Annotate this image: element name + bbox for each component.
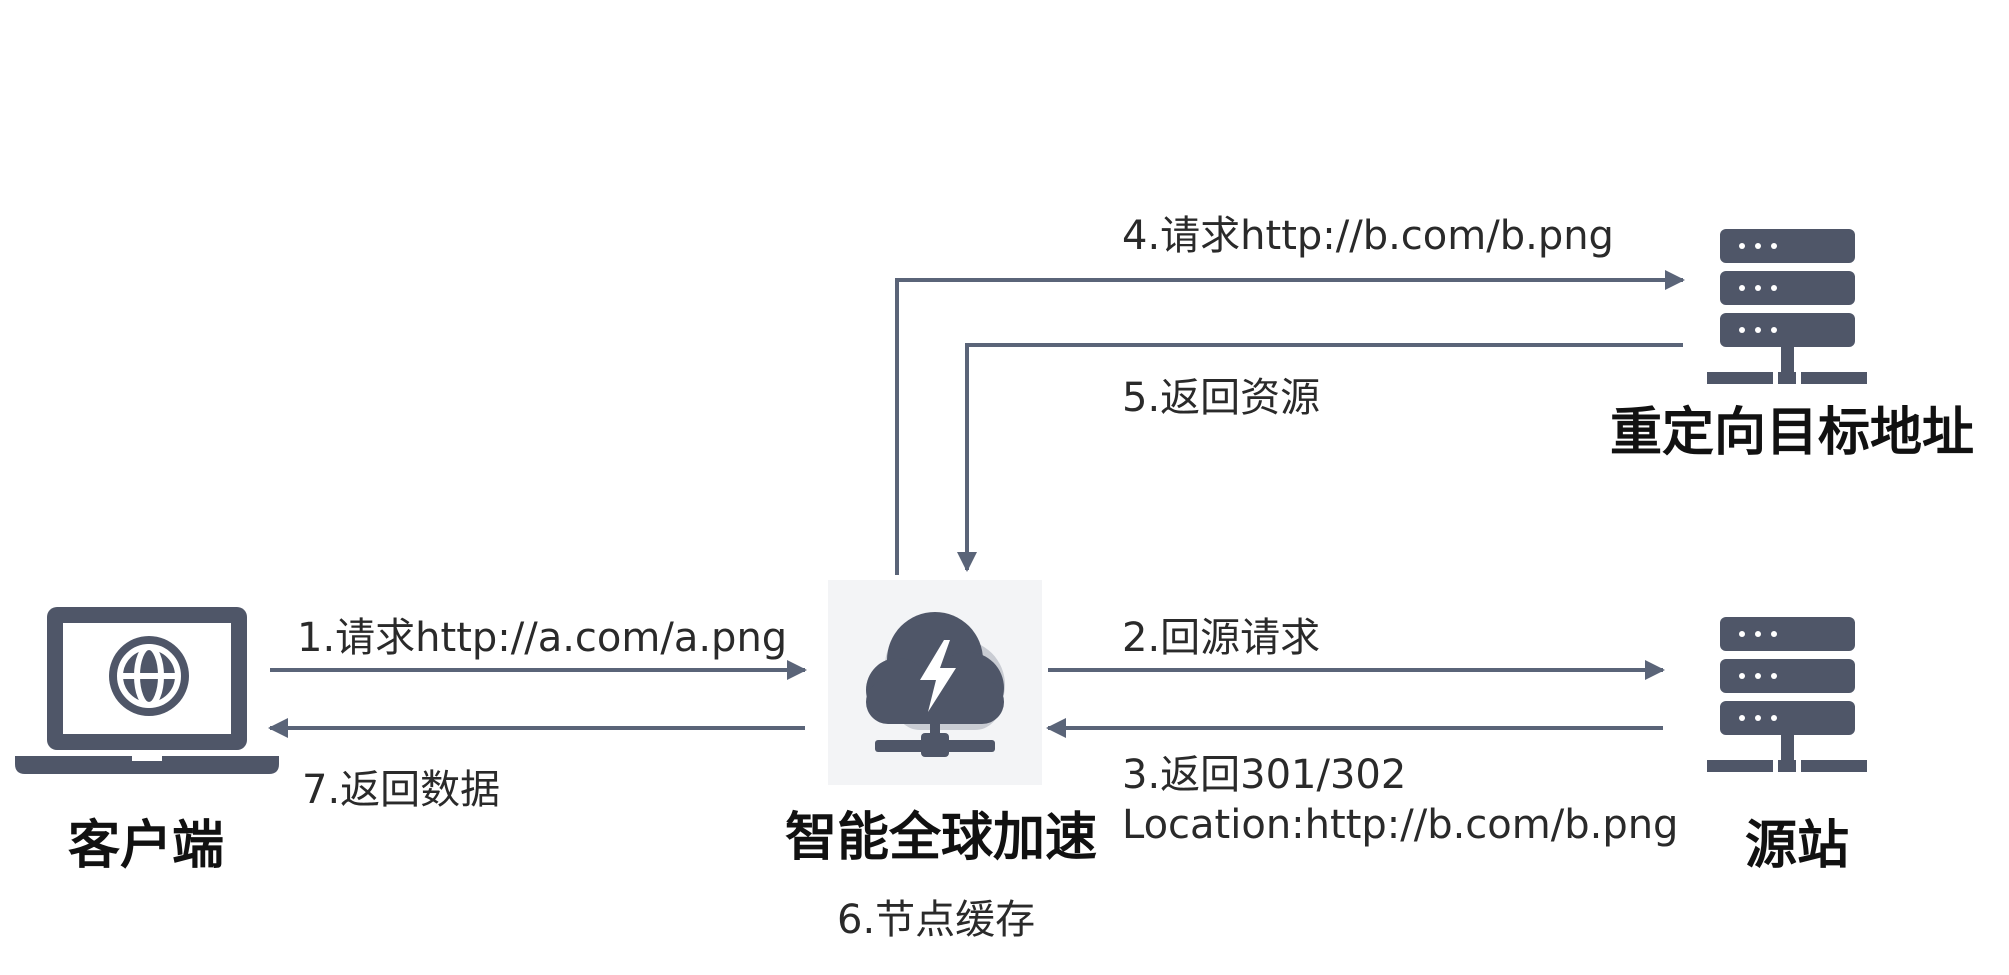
step-6-label: 6.节点缓存 <box>837 897 1036 943</box>
laptop-globe-icon <box>15 607 279 774</box>
client-label: 客户端 <box>68 816 225 876</box>
step-4-label: 4.请求http://b.com/b.png <box>1122 213 1614 259</box>
arrow-step-4 <box>895 270 1685 575</box>
cloud-bolt-icon <box>828 580 1042 785</box>
origin-label: 源站 <box>1745 816 1850 876</box>
step-3-label-line2: Location:http://b.com/b.png <box>1122 802 1679 848</box>
step-3-label-line1: 3.返回301/302 <box>1122 752 1407 798</box>
server-rack-icon <box>1707 617 1867 772</box>
accelerator-label: 智能全球加速 <box>785 808 1098 868</box>
arrows <box>268 270 1685 738</box>
step-5-label: 5.返回资源 <box>1122 375 1321 421</box>
step-1-label: 1.请求http://a.com/a.png <box>297 615 788 661</box>
server-rack-icon <box>1707 229 1867 384</box>
redirect-target-label: 重定向目标地址 <box>1610 403 1975 463</box>
step-7-label: 7.返回数据 <box>302 767 501 813</box>
arrow-step-5 <box>957 343 1683 572</box>
step-2-label: 2.回源请求 <box>1122 615 1321 661</box>
